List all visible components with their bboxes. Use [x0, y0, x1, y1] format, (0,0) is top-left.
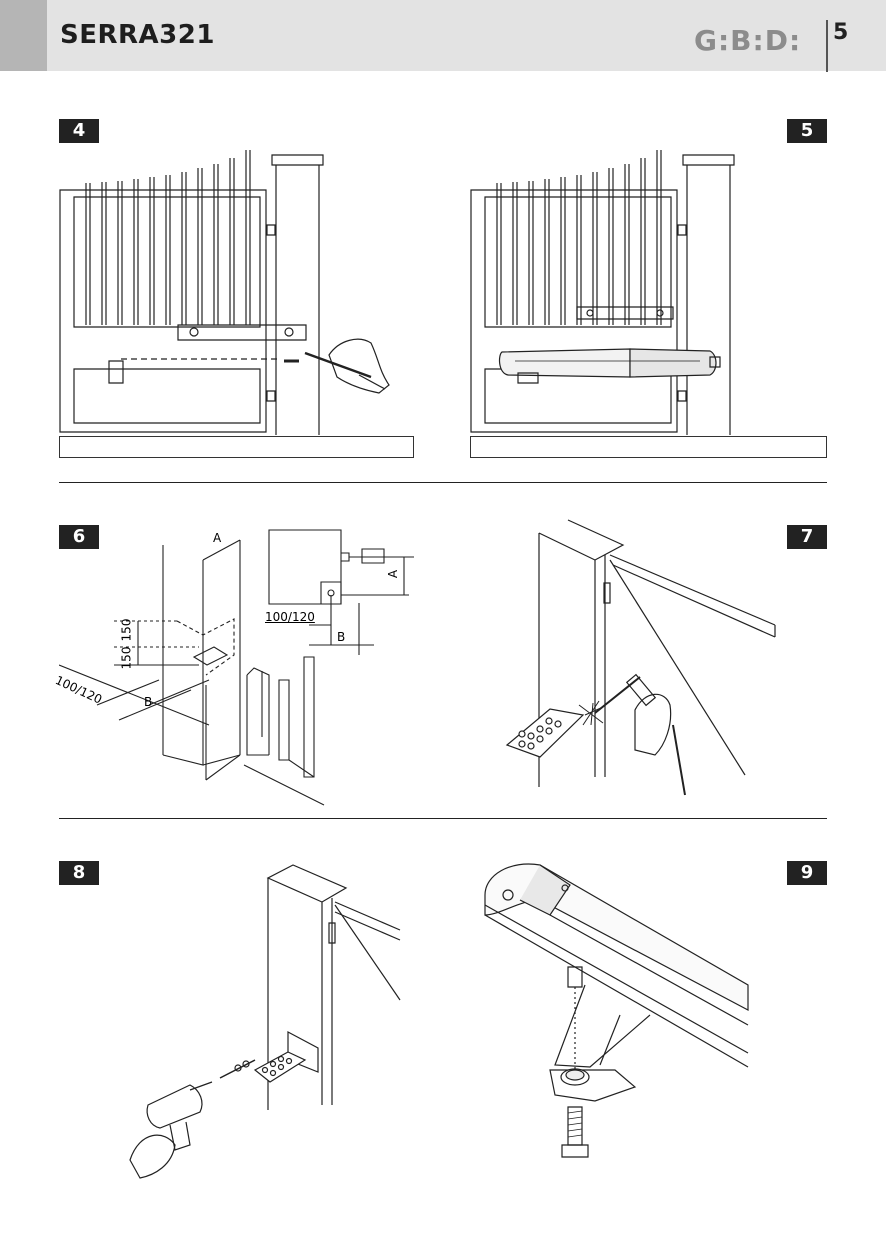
figure-4-gate-level-marking — [59, 145, 419, 445]
header-tab — [0, 0, 47, 71]
page-header: SERRA321 G:B:D: 5 — [0, 0, 886, 72]
page-number: 5 — [833, 20, 849, 45]
step-5-badge: 5 — [787, 119, 827, 143]
brand-logo: G:B:D: — [694, 24, 802, 57]
figure-9-operator-pin-assembly — [480, 855, 755, 1185]
section-divider-1 — [59, 482, 827, 483]
label-150-lower: 150 — [119, 646, 134, 670]
label-b-top: B — [337, 630, 346, 644]
label-150-upper: 150 — [119, 618, 134, 642]
figure-5-caption-box — [470, 436, 827, 458]
step-9-badge: 9 — [787, 861, 827, 885]
step-6-badge: 6 — [59, 525, 99, 549]
step-4-badge: 4 — [59, 119, 99, 143]
label-100-120-top: 100/120 — [265, 610, 315, 624]
step-8-badge: 8 — [59, 861, 99, 885]
figure-4-caption-box — [59, 436, 414, 458]
label-b-bottom: B — [144, 695, 153, 709]
label-a-side: A — [386, 569, 401, 579]
figure-7-welding-bracket — [495, 515, 785, 800]
figure-6-dimension-diagram: A A B B 100/120 100/120 150 150 — [53, 515, 429, 810]
label-a-top: A — [213, 531, 222, 545]
header-divider — [826, 20, 828, 72]
page-title: SERRA321 — [60, 20, 215, 50]
figure-8-drilling-bracket — [120, 860, 410, 1185]
step-7-badge: 7 — [787, 525, 827, 549]
section-divider-2 — [59, 818, 827, 819]
figure-5-gate-operator-mounted — [470, 145, 830, 445]
